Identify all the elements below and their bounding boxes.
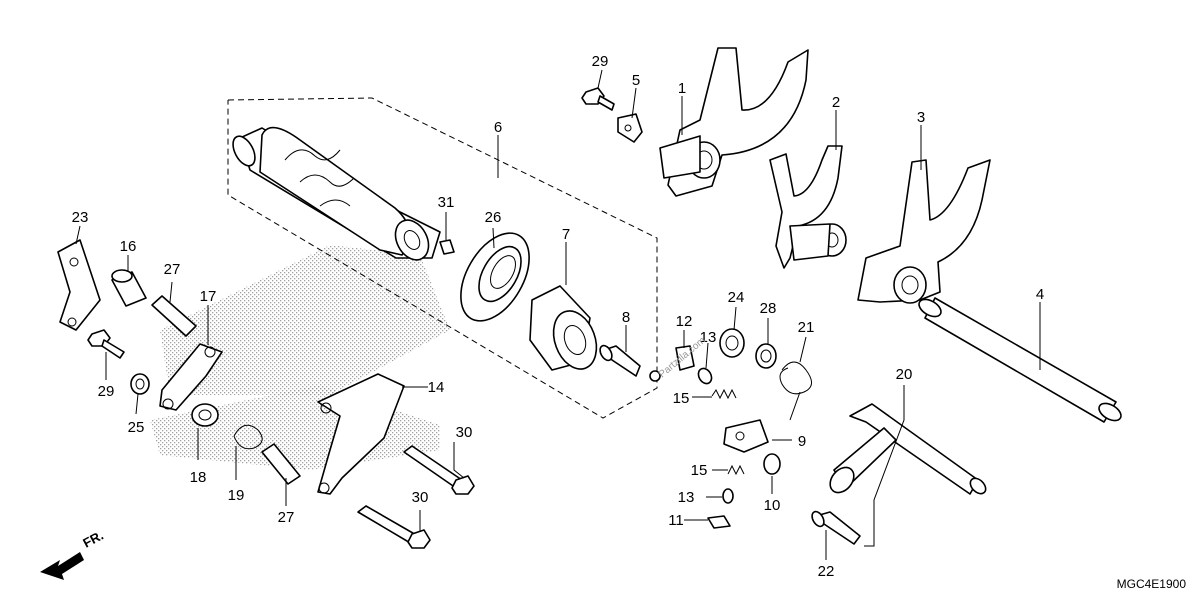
callout-9: 9 bbox=[798, 433, 806, 450]
stopper-plate-5[interactable] bbox=[617, 113, 643, 143]
callout-17: 17 bbox=[200, 288, 217, 305]
callout-12: 12 bbox=[676, 313, 693, 330]
stopper-arm-9[interactable] bbox=[723, 419, 769, 453]
collar-16[interactable] bbox=[111, 269, 147, 307]
callout-2: 2 bbox=[832, 94, 840, 111]
bearing-26[interactable] bbox=[447, 221, 543, 332]
collar-18[interactable] bbox=[191, 403, 219, 427]
callout-30-lower: 30 bbox=[412, 489, 429, 506]
callout-5: 5 bbox=[632, 72, 640, 89]
plate-23[interactable] bbox=[57, 239, 101, 331]
pin-31[interactable] bbox=[439, 239, 455, 255]
collar-24[interactable] bbox=[719, 328, 745, 358]
callout-26: 26 bbox=[485, 209, 502, 226]
diagram-code: MGC4E1900 bbox=[1117, 577, 1187, 591]
front-indicator-label: FR. bbox=[80, 528, 106, 551]
pin-13a[interactable] bbox=[696, 366, 714, 386]
callout-3: 3 bbox=[917, 109, 925, 126]
bolt-29-lower[interactable] bbox=[87, 329, 125, 359]
collar-12[interactable] bbox=[675, 345, 695, 371]
pin-27-upper[interactable] bbox=[151, 295, 197, 337]
plate-14[interactable] bbox=[317, 373, 405, 495]
gearshift-spindle[interactable] bbox=[825, 403, 988, 497]
callout-15-lower: 15 bbox=[691, 462, 708, 479]
callout-labels: 1 2 3 4 5 6 7 8 9 10 11 12 13 13 15 15 1… bbox=[72, 53, 1045, 580]
bolt-22[interactable] bbox=[810, 510, 861, 545]
callout-14: 14 bbox=[428, 379, 445, 396]
callout-1: 1 bbox=[678, 80, 686, 97]
callout-25: 25 bbox=[128, 419, 145, 436]
bolt-30-lower[interactable] bbox=[357, 505, 431, 549]
spring-15b[interactable] bbox=[727, 464, 745, 476]
callout-22: 22 bbox=[818, 563, 835, 580]
shift-fork-3[interactable] bbox=[857, 159, 991, 304]
callout-19: 19 bbox=[228, 487, 245, 504]
leader-lines bbox=[75, 69, 1041, 560]
drum-center-7[interactable] bbox=[529, 285, 604, 375]
spring-21[interactable] bbox=[779, 361, 812, 421]
group-outline-6 bbox=[227, 97, 658, 419]
collar-10[interactable] bbox=[763, 453, 781, 475]
callout-18: 18 bbox=[190, 469, 207, 486]
spring-15a[interactable] bbox=[711, 388, 737, 400]
front-arrow-icon bbox=[40, 552, 84, 580]
callout-29-upper: 29 bbox=[592, 53, 609, 70]
arm-17[interactable] bbox=[159, 343, 223, 411]
callout-27-upper: 27 bbox=[164, 261, 181, 278]
callout-13-upper: 13 bbox=[700, 329, 717, 346]
callout-27-lower: 27 bbox=[278, 509, 295, 526]
shift-drum[interactable] bbox=[229, 126, 441, 266]
callout-23: 23 bbox=[72, 209, 89, 226]
callout-13-lower: 13 bbox=[678, 489, 695, 506]
pin-27-lower[interactable] bbox=[261, 443, 301, 485]
callout-6: 6 bbox=[494, 119, 502, 136]
plate-11[interactable] bbox=[707, 515, 731, 529]
callout-11: 11 bbox=[668, 512, 684, 529]
callout-4: 4 bbox=[1036, 286, 1044, 303]
callout-10: 10 bbox=[764, 497, 781, 514]
callout-16: 16 bbox=[120, 238, 137, 255]
fork-shaft[interactable] bbox=[916, 296, 1124, 424]
shift-fork-1[interactable] bbox=[659, 47, 809, 197]
callout-15-upper: 15 bbox=[673, 390, 690, 407]
callout-28: 28 bbox=[760, 300, 777, 317]
callout-31: 31 bbox=[438, 194, 455, 211]
callout-30-upper: 30 bbox=[456, 424, 473, 441]
callout-24: 24 bbox=[728, 289, 745, 306]
callout-8: 8 bbox=[622, 309, 630, 326]
callout-20: 20 bbox=[896, 366, 913, 383]
shade-region-upper bbox=[160, 245, 450, 395]
shift-fork-2[interactable] bbox=[769, 145, 847, 269]
callout-29-lower: 29 bbox=[98, 383, 115, 400]
washer-25[interactable] bbox=[130, 373, 150, 395]
callout-21: 21 bbox=[798, 319, 815, 336]
bolt-30-upper[interactable] bbox=[403, 445, 475, 495]
spring-19[interactable] bbox=[233, 424, 263, 450]
washer-28[interactable] bbox=[755, 343, 777, 369]
bolt-8[interactable] bbox=[598, 344, 661, 382]
bolt-29-upper[interactable] bbox=[581, 87, 615, 111]
pin-13b[interactable] bbox=[722, 488, 734, 504]
callout-7: 7 bbox=[562, 226, 570, 243]
